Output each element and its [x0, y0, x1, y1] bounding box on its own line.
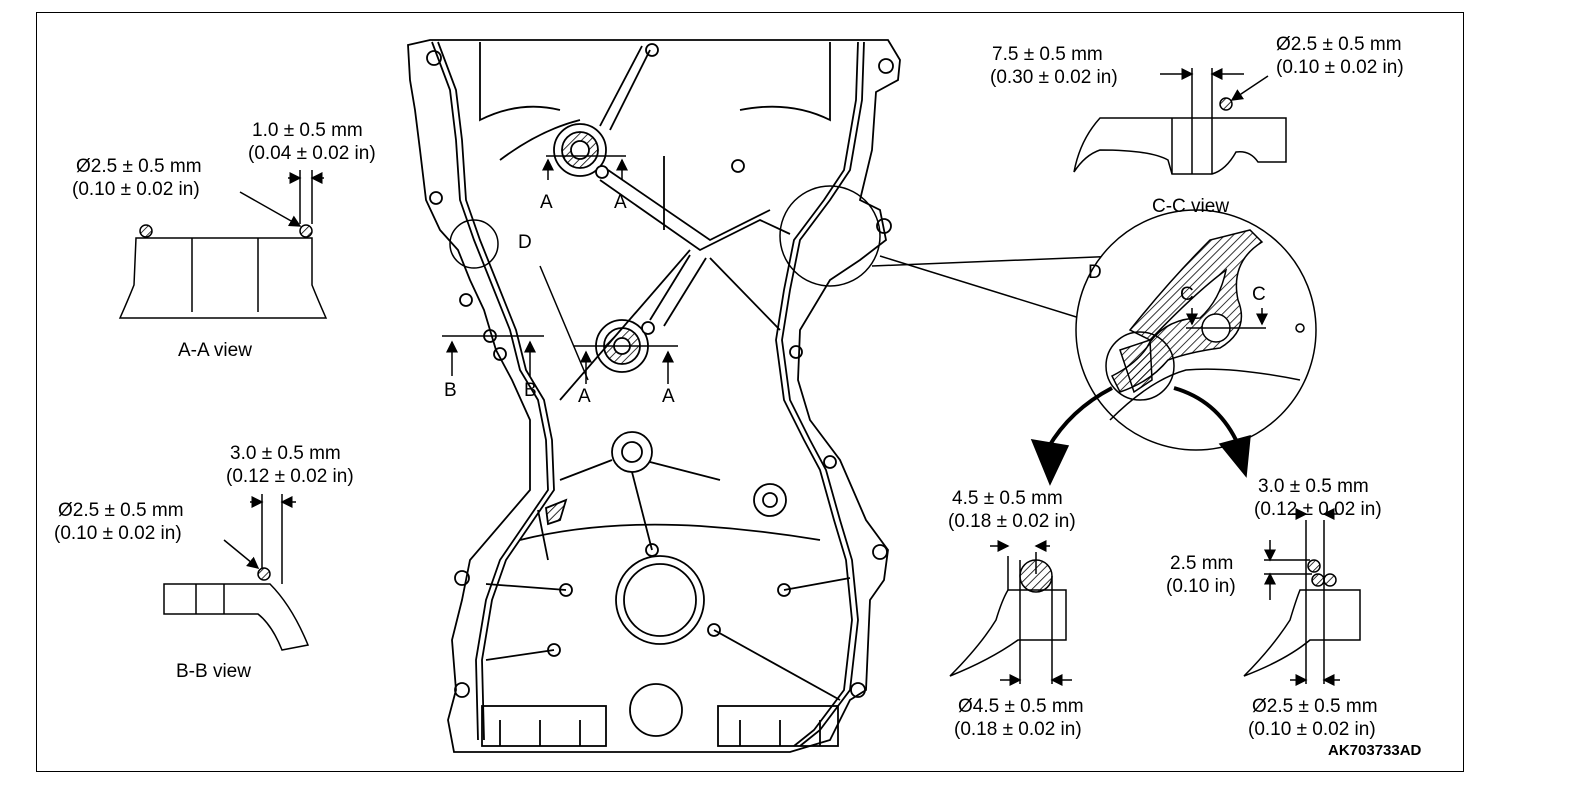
bb-dia-in-label: (0.10 ± 0.02 in)	[54, 523, 182, 544]
cc-gap-in-label: (0.30 ± 0.02 in)	[990, 67, 1118, 88]
cc-view-title: C-C view	[1152, 196, 1230, 217]
cc-view-drawing	[1073, 68, 1287, 175]
detail-right-spacing-mm-label: 2.5 mm	[1170, 553, 1234, 574]
section-marker-c-1: C	[1180, 284, 1194, 305]
section-marker-a-4: A	[662, 386, 675, 407]
section-marker-d-detail: D	[1088, 262, 1102, 283]
bb-gap-mm-label: 3.0 ± 0.5 mm	[230, 443, 341, 464]
detail-right-gap-in-label: (0.12 ± 0.02 in)	[1254, 499, 1382, 520]
section-marker-a-1: A	[540, 192, 553, 213]
bb-dia-mm-label: Ø2.5 ± 0.5 mm	[58, 500, 184, 521]
detail-right-drawing	[1243, 508, 1361, 686]
section-marker-b-1: B	[444, 380, 457, 401]
aa-gap-mm-label: 1.0 ± 0.5 mm	[252, 120, 363, 141]
detail-left-dia-mm-label: Ø4.5 ± 0.5 mm	[958, 696, 1084, 717]
figure-code: AK703733AD	[1328, 742, 1422, 759]
bb-view-title: B-B view	[176, 661, 251, 682]
bb-view-drawing	[163, 494, 310, 651]
section-marker-b-2: B	[524, 380, 537, 401]
chain-case-outline	[407, 39, 901, 753]
detail-right-gap-mm-label: 3.0 ± 0.5 mm	[1258, 476, 1369, 497]
aa-gap-in-label: (0.04 ± 0.02 in)	[248, 143, 376, 164]
aa-view-title: A-A view	[178, 340, 252, 361]
section-marker-a-2: A	[614, 192, 627, 213]
section-cut-lines	[442, 155, 881, 384]
detail-left-gap-mm-label: 4.5 ± 0.5 mm	[952, 488, 1063, 509]
section-marker-a-3: A	[578, 386, 591, 407]
section-marker-d-case: D	[518, 232, 532, 253]
section-marker-c-2: C	[1252, 284, 1266, 305]
detail-right-dia-mm-label: Ø2.5 ± 0.5 mm	[1252, 696, 1378, 717]
detail-right-dia-in-label: (0.10 ± 0.02 in)	[1248, 719, 1376, 740]
magnified-detail-drawing	[871, 209, 1317, 486]
detail-left-gap-in-label: (0.18 ± 0.02 in)	[948, 511, 1076, 532]
detail-left-drawing	[949, 540, 1072, 686]
aa-view-drawing	[118, 170, 328, 319]
cc-dia-in-label: (0.10 ± 0.02 in)	[1276, 57, 1404, 78]
detail-right-spacing-in-label: (0.10 in)	[1166, 576, 1236, 597]
aa-dia-in-label: (0.10 ± 0.02 in)	[72, 179, 200, 200]
cc-gap-mm-label: 7.5 ± 0.5 mm	[992, 44, 1103, 65]
cc-dia-mm-label: Ø2.5 ± 0.5 mm	[1276, 34, 1402, 55]
bb-gap-in-label: (0.12 ± 0.02 in)	[226, 466, 354, 487]
detail-left-dia-in-label: (0.18 ± 0.02 in)	[954, 719, 1082, 740]
aa-dia-mm-label: Ø2.5 ± 0.5 mm	[76, 156, 202, 177]
